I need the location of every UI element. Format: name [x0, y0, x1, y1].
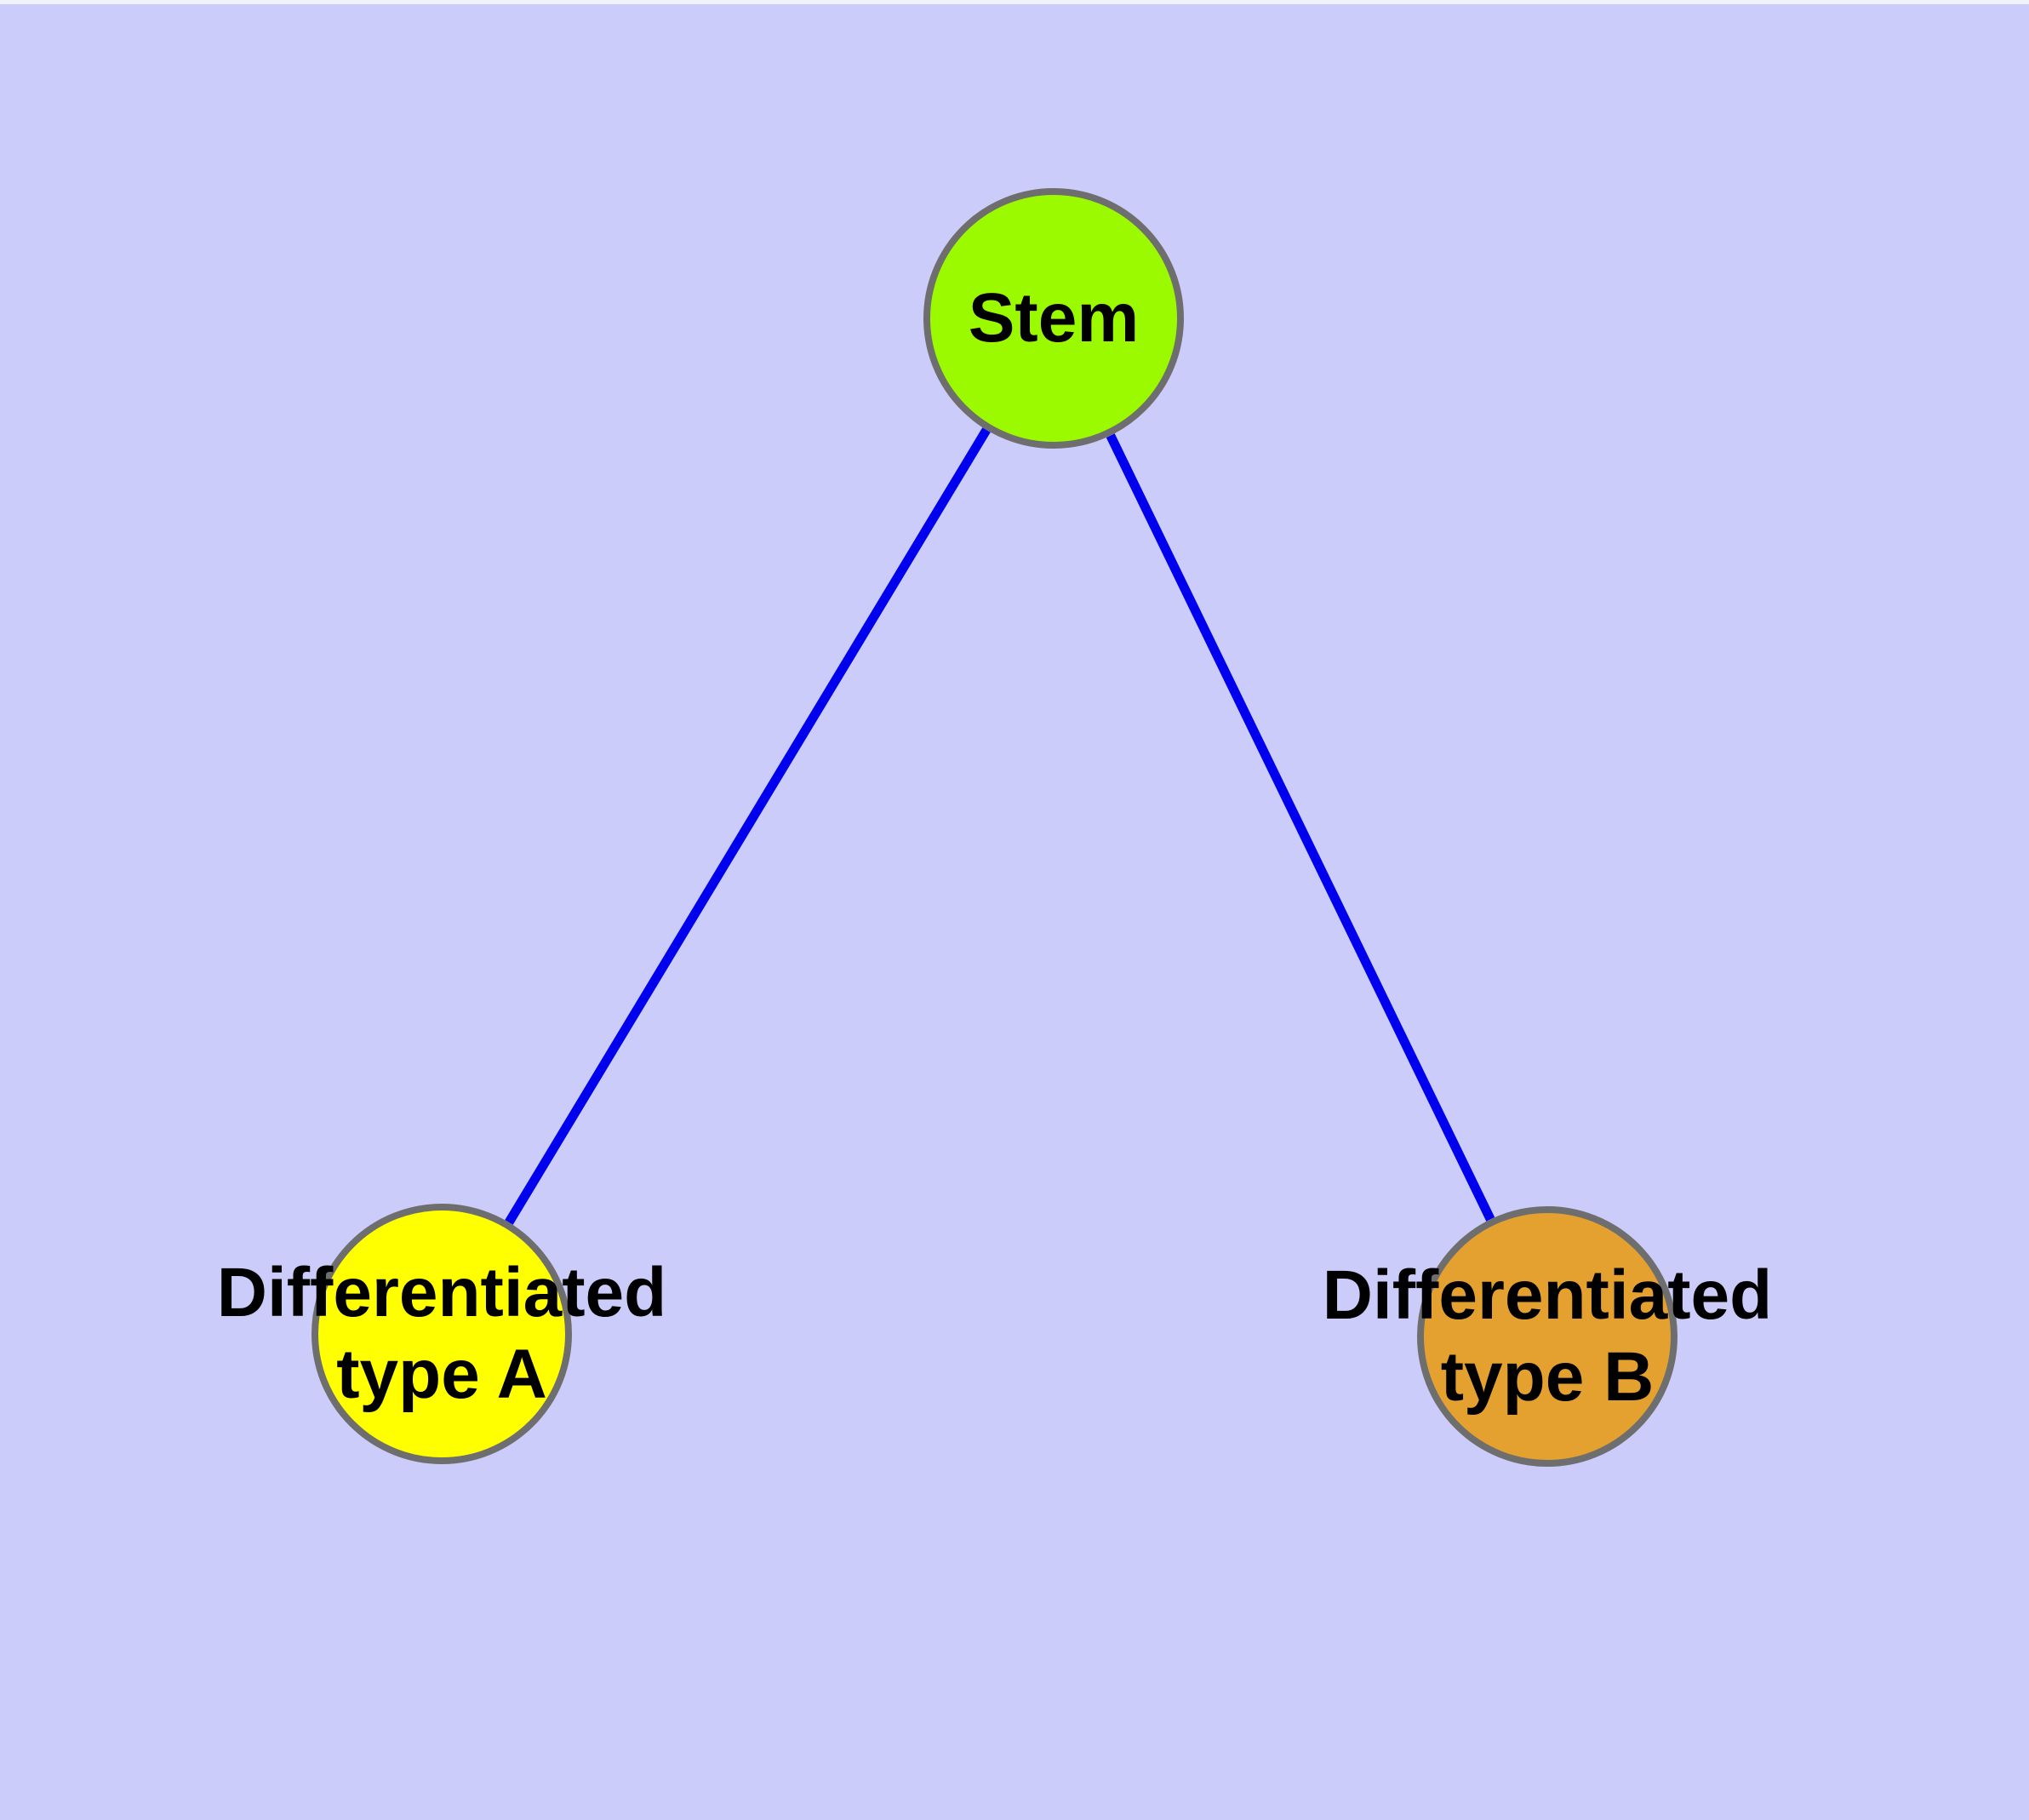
node-stem[interactable] [923, 188, 1184, 449]
canvas-top-strip [0, 0, 2029, 4]
edge-stem-to-diff-b[interactable] [1106, 433, 1495, 1222]
node-differentiated-type-b[interactable] [1417, 1206, 1677, 1467]
node-differentiated-type-a[interactable] [311, 1204, 572, 1464]
edge-stem-to-diff-a[interactable] [505, 427, 991, 1225]
